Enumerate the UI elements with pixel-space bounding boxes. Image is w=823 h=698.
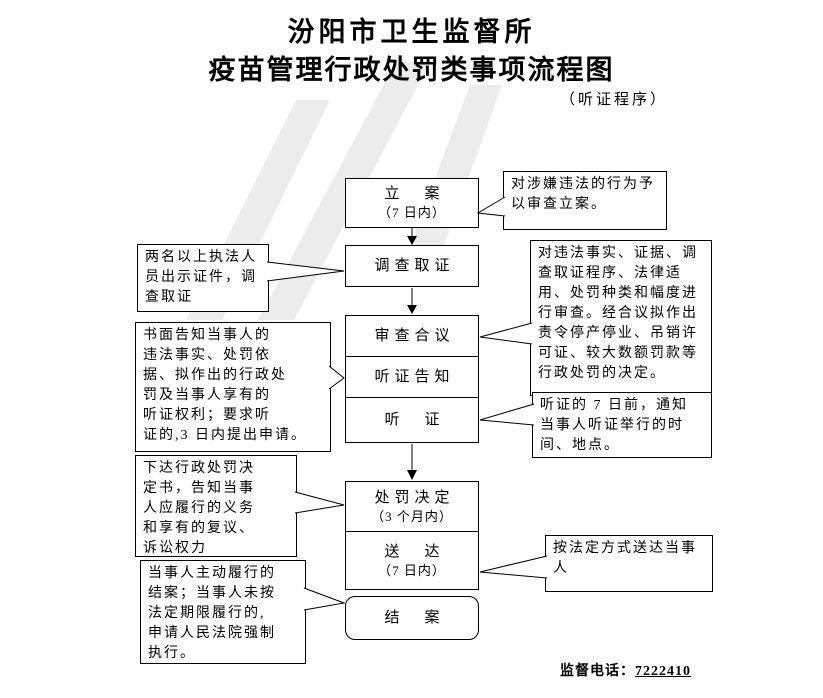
- flow-node-filing: 立 案 （7 日内）: [345, 178, 479, 228]
- callout-hearing-time-note: 听证的 7 日前，通知 当事人听证举行的时 间、地点。: [532, 392, 712, 458]
- flow-node-label: 送 达: [384, 543, 445, 560]
- callout-decision-note: 下达行政处罚决 定书，告知当事 人应履行的义务 和享有的复议、 诉讼权力: [135, 455, 297, 557]
- flow-node-label: 听证告知: [374, 368, 455, 385]
- flow-node-hearing-notice: 听证告知: [345, 356, 479, 398]
- flow-node-sublabel: （3 个月内）: [371, 508, 453, 524]
- flow-node-case-closed: 结 案: [345, 596, 479, 640]
- arrow-filing-to-investigation: [407, 228, 417, 245]
- flow-node-label: 立 案: [384, 186, 445, 202]
- page-title-line1: 汾阳市卫生监督所: [287, 17, 536, 47]
- arrow-hearing-to-decision: [407, 444, 417, 480]
- callout-filing-note: 对涉嫌违法的行为予 以审查立案。: [503, 171, 667, 230]
- flow-node-label: 处罚决定: [374, 489, 455, 506]
- flow-node-review: 审查合议: [345, 315, 479, 357]
- flow-node-sublabel: （7 日内）: [378, 562, 446, 578]
- tail-hearing-notice-note: [328, 365, 345, 390]
- callout-enforcement-note: 当事人主动履行的 结案；当事人未按 法定期限履行的, 申请人民法院强制 执行。: [140, 560, 306, 664]
- tail-decision-note: [294, 491, 345, 514]
- flow-node-sublabel: （7 日内）: [378, 205, 446, 220]
- flow-node-hearing: 听 证: [345, 397, 479, 443]
- callout-hearing-notice-note: 书面告知当事人的 违法事实、处罚依 据、拟作出的行政处 罚及当事人享有的 听证权…: [135, 322, 331, 452]
- page-title-line2: 疫苗管理行政处罚类事项流程图: [208, 55, 615, 85]
- tail-investigation-note: [266, 261, 345, 282]
- footer-phone-label: 监督电话：: [560, 664, 635, 679]
- callout-investigation-note: 两名以上执法人 员出示证件，调 查取证: [137, 244, 269, 312]
- flow-node-investigation: 调查取证: [345, 245, 479, 287]
- tail-hearing-time-note: [479, 403, 535, 426]
- tail-delivery-note: [479, 555, 548, 579]
- flow-node-penalty-decision: 处罚决定 （3 个月内）: [345, 481, 479, 532]
- tail-review-note: [479, 322, 533, 345]
- callout-review-note: 对违法事实、证据、调 查取证程序、法律适 用、处罚种类和幅度进 行审查。经合议拟…: [530, 240, 712, 396]
- flow-node-label: 调查取证: [374, 257, 455, 274]
- flow-node-label: 结 案: [384, 609, 445, 626]
- tail-enforcement-note: [303, 587, 346, 611]
- arrow-investigation-to-review: [407, 288, 417, 314]
- footer-phone: 监督电话：7222410: [560, 660, 691, 680]
- tail-filing-note: [476, 196, 506, 217]
- footer-phone-number: 7222410: [635, 664, 691, 679]
- flow-node-delivery: 送 达 （7 日内）: [345, 531, 479, 590]
- callout-delivery-note: 按法定方式送达当事 人: [545, 535, 713, 592]
- flow-node-label: 审查合议: [374, 327, 455, 344]
- flow-node-label: 听 证: [384, 411, 445, 428]
- page-subtitle: （听证程序）: [560, 92, 669, 108]
